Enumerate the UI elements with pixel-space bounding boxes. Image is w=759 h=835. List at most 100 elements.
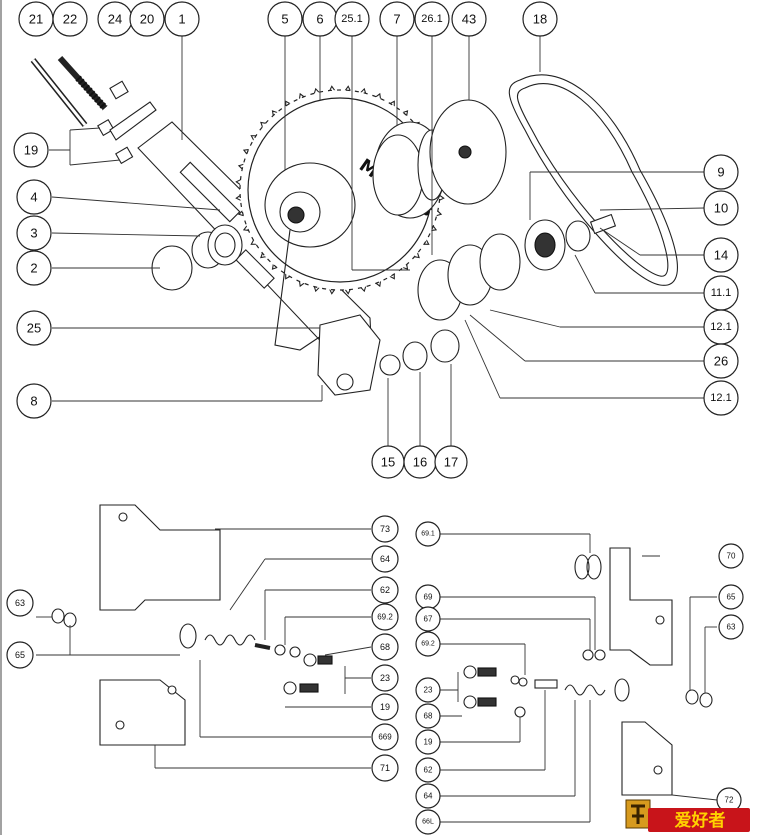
bottom-left-assembly: 73 64 62 69.2 68 23 19 669 71 63 65 xyxy=(6,504,399,782)
svg-text:23: 23 xyxy=(424,686,433,695)
bolt-21 xyxy=(30,58,88,127)
svg-text:23: 23 xyxy=(380,673,390,683)
bolt-22 xyxy=(57,55,108,111)
callout-65-br: 65 xyxy=(718,584,744,610)
callout-64-br: 64 xyxy=(415,783,441,809)
svg-text:16: 16 xyxy=(413,455,427,470)
callout-71: 71 xyxy=(371,754,399,782)
svg-text:15: 15 xyxy=(381,455,395,470)
arm-slot xyxy=(179,161,241,223)
svg-text:6: 6 xyxy=(316,12,323,27)
callout-3: 3 xyxy=(16,215,52,251)
svg-text:25.1: 25.1 xyxy=(341,13,362,25)
callout-72: 72 xyxy=(716,787,742,813)
svg-text:8: 8 xyxy=(30,394,37,409)
svg-text:5: 5 xyxy=(281,12,288,27)
svg-text:2: 2 xyxy=(30,261,37,276)
callout-64: 64 xyxy=(371,545,399,573)
callout-66l: 66L xyxy=(415,809,441,835)
callout-8: 8 xyxy=(16,383,52,419)
svg-text:69.2: 69.2 xyxy=(421,641,435,648)
svg-text:43: 43 xyxy=(462,12,476,27)
svg-text:65: 65 xyxy=(15,650,25,660)
svg-text:62: 62 xyxy=(380,585,390,595)
callouts-top: 21 22 24 20 1 5 6 25.1 7 26.1 43 18 19 4… xyxy=(13,1,739,479)
callout-11-1: 11.1 xyxy=(703,275,739,311)
svg-text:69.2: 69.2 xyxy=(377,613,393,622)
callout-14: 14 xyxy=(703,237,739,273)
svg-text:70: 70 xyxy=(727,552,736,561)
callout-16: 16 xyxy=(403,445,437,479)
callout-9: 9 xyxy=(703,154,739,190)
callout-69: 69 xyxy=(415,584,441,610)
callout-62: 62 xyxy=(371,576,399,604)
svg-text:3: 3 xyxy=(30,226,37,241)
svg-text:24: 24 xyxy=(108,12,122,27)
callout-70: 70 xyxy=(718,543,744,569)
svg-text:68: 68 xyxy=(380,642,390,652)
disk-43 xyxy=(429,99,507,205)
svg-text:71: 71 xyxy=(380,763,390,773)
bottom-left-leaders xyxy=(36,528,372,769)
callout-68-br: 68 xyxy=(415,703,441,729)
svg-text:65: 65 xyxy=(727,593,736,602)
svg-text:19: 19 xyxy=(380,702,390,712)
callout-19: 19 xyxy=(13,132,49,168)
callout-24: 24 xyxy=(97,1,133,37)
plate-73 xyxy=(99,504,221,611)
svg-text:68: 68 xyxy=(424,712,433,721)
watermark-text: 爱好者 xyxy=(675,810,726,831)
belt-18 xyxy=(508,74,678,286)
callout-22: 22 xyxy=(52,1,88,37)
svg-text:62: 62 xyxy=(424,766,433,775)
callout-19-bl: 19 xyxy=(371,693,399,721)
svg-text:1: 1 xyxy=(178,12,185,27)
top-leaders xyxy=(49,36,705,446)
svg-text:20: 20 xyxy=(140,12,154,27)
callout-21: 21 xyxy=(18,1,54,37)
callout-65-bl: 65 xyxy=(6,641,34,669)
spring-66l xyxy=(564,678,630,702)
callout-26-1: 26.1 xyxy=(414,1,450,37)
svg-text:26: 26 xyxy=(714,354,728,369)
bottom-right-assembly: 69.1 70 69 67 65 63 69.2 23 68 19 62 64 … xyxy=(415,521,744,835)
callout-67: 67 xyxy=(415,606,441,632)
svg-text:12.1: 12.1 xyxy=(710,392,731,404)
rings-69-1 xyxy=(574,554,590,580)
svg-text:63: 63 xyxy=(727,623,736,632)
arm-slot-lower xyxy=(235,249,275,289)
plate-70 xyxy=(609,547,673,666)
plate-8 xyxy=(317,314,381,396)
svg-text:19: 19 xyxy=(24,143,38,158)
callouts-bottom-left: 73 64 62 69.2 68 23 19 669 71 63 65 xyxy=(6,515,399,782)
nut-8 xyxy=(336,373,354,391)
callout-69-2: 69.2 xyxy=(371,603,399,631)
plate-72 xyxy=(621,721,673,796)
callout-18: 18 xyxy=(522,1,558,37)
svg-text:14: 14 xyxy=(714,248,728,263)
svg-text:9: 9 xyxy=(717,165,724,180)
callout-63-br: 63 xyxy=(718,614,744,640)
callout-63-bl: 63 xyxy=(6,589,34,617)
callout-69-1: 69.1 xyxy=(415,521,441,547)
callout-10: 10 xyxy=(703,190,739,226)
callout-4: 4 xyxy=(16,179,52,215)
spring-669 xyxy=(179,623,256,649)
svg-text:18: 18 xyxy=(533,12,547,27)
svg-text:64: 64 xyxy=(424,792,433,801)
top-assembly: Modulus xyxy=(13,1,739,479)
callout-43: 43 xyxy=(451,1,487,37)
svg-text:4: 4 xyxy=(30,190,37,205)
callout-15: 15 xyxy=(371,445,405,479)
bottom-right-leaders xyxy=(440,533,718,823)
callout-69-2-br: 69.2 xyxy=(415,631,441,657)
rings-2-3-4 xyxy=(151,224,243,291)
washers-15-16-17 xyxy=(379,329,460,376)
callout-1: 1 xyxy=(164,1,200,37)
callout-6: 6 xyxy=(302,1,338,37)
callout-5: 5 xyxy=(267,1,303,37)
callout-12-1a: 12.1 xyxy=(703,309,739,345)
svg-text:64: 64 xyxy=(380,554,390,564)
svg-text:69: 69 xyxy=(424,593,433,602)
